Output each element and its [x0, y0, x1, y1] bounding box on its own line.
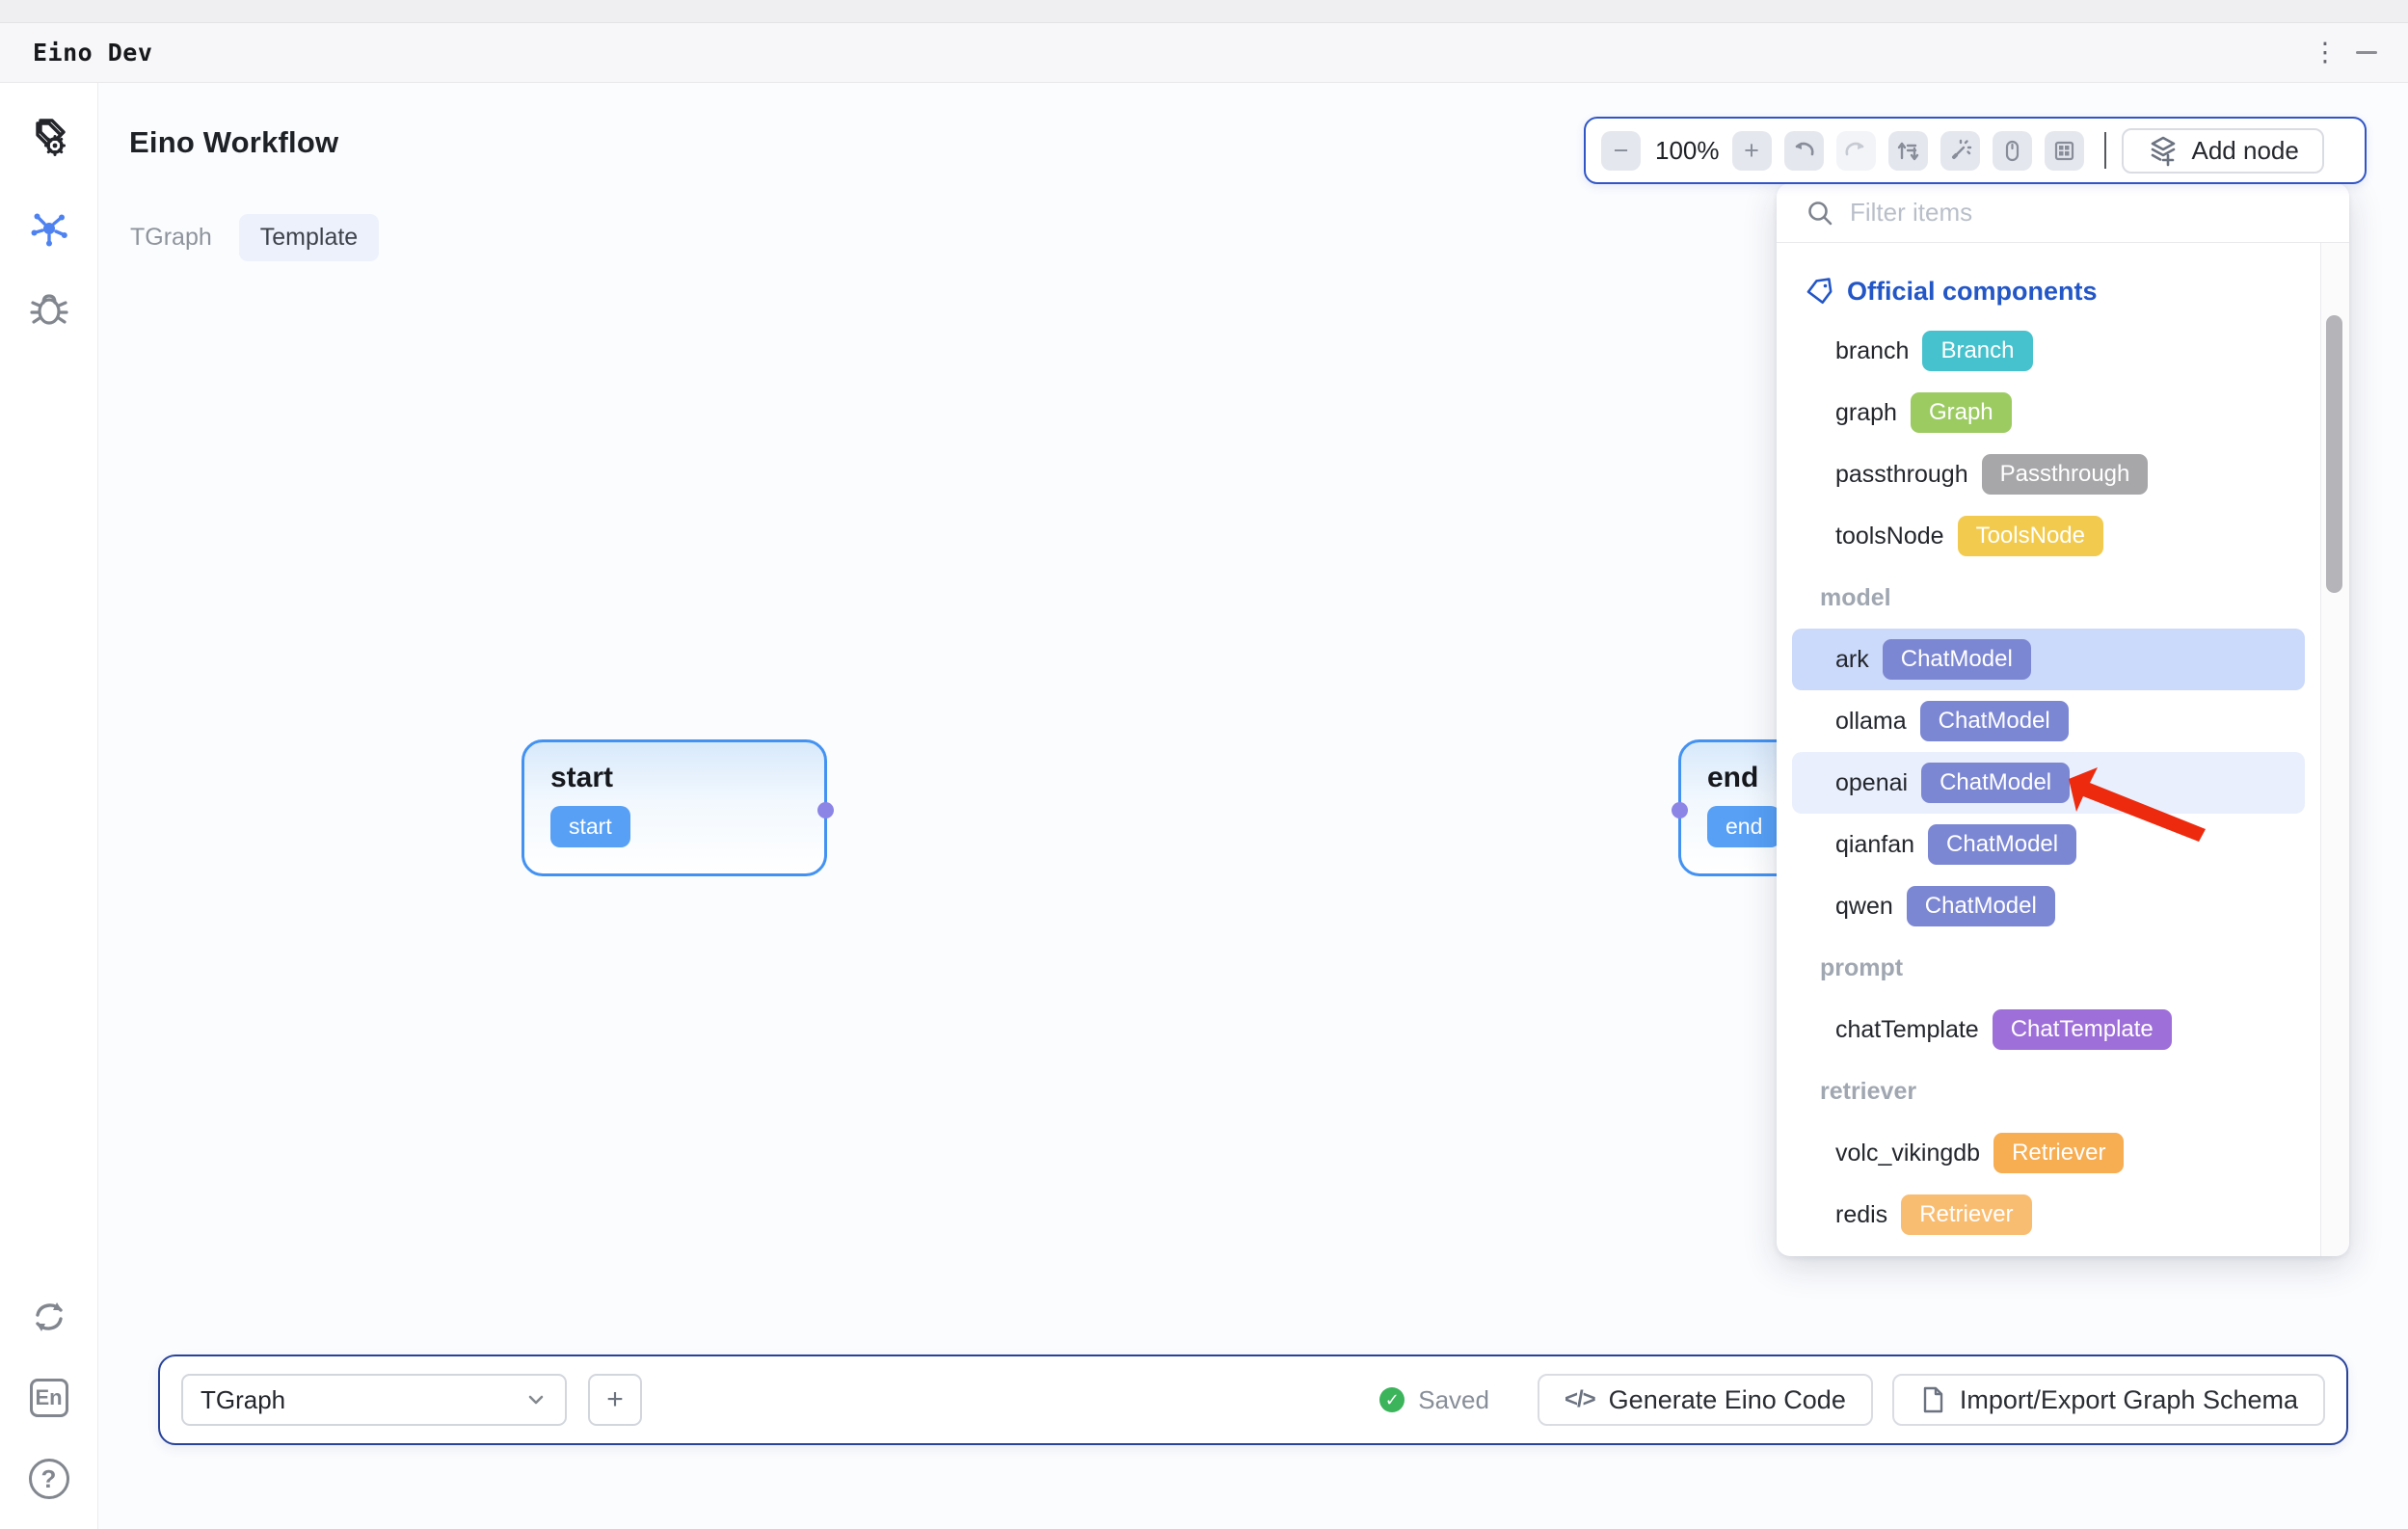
type-badge: ToolsNode [1957, 516, 2103, 556]
component-item-openai[interactable]: openai ChatModel [1792, 752, 2305, 814]
add-graph-button[interactable]: + [588, 1374, 642, 1426]
save-status-label: Saved [1418, 1384, 1489, 1414]
page-title: Eino Workflow [129, 125, 339, 159]
type-badge: Retriever [1993, 1133, 2125, 1173]
add-node-button[interactable]: Add node [2121, 127, 2324, 174]
type-badge: ChatTemplate [1992, 1009, 2172, 1050]
component-item-qianfan[interactable]: qianfan ChatModel [1792, 814, 2305, 875]
input-port[interactable] [1672, 802, 1688, 818]
minimize-icon[interactable] [2352, 34, 2381, 72]
tab-template[interactable]: Template [238, 214, 380, 261]
redo-button[interactable] [1835, 130, 1876, 171]
filter-input[interactable] [1850, 198, 2264, 228]
component-item-qwen[interactable]: qwen ChatModel [1792, 875, 2305, 937]
annotation-arrow [2069, 767, 2206, 842]
magic-wand-button[interactable] [1940, 130, 1980, 171]
component-item-ollama[interactable]: ollama ChatModel [1792, 690, 2305, 752]
section-label-model: model [1820, 583, 1891, 611]
tag-icon [1806, 278, 1833, 305]
save-status: ✓ Saved [1379, 1385, 1489, 1415]
component-item-ark[interactable]: ark ChatModel [1792, 629, 2305, 690]
sync-icon[interactable] [22, 1290, 76, 1344]
type-badge: ChatModel [1928, 824, 2077, 865]
canvas-toolbar: − 100% + [1584, 117, 2367, 184]
generate-code-button[interactable]: </> Generate Eino Code [1537, 1374, 1873, 1426]
toolbar-divider [2103, 132, 2106, 169]
section-label-prompt: prompt [1820, 953, 1904, 981]
type-badge: Graph [1910, 392, 2012, 433]
chevron-down-icon [528, 1395, 544, 1405]
component-item-redis[interactable]: redis Retriever [1792, 1184, 2305, 1246]
search-icon [1808, 201, 1833, 225]
component-item-branch[interactable]: branch Branch [1792, 320, 2305, 382]
sidebar-item-debug[interactable] [22, 282, 76, 335]
check-icon: ✓ [1379, 1387, 1405, 1412]
minimap-button[interactable] [2044, 130, 2084, 171]
filter-row [1777, 183, 2349, 243]
start-node[interactable]: start start [522, 739, 834, 876]
sidebar: En ? [0, 83, 98, 1529]
official-components-header: Official components [1777, 262, 2349, 320]
eino-logo-icon [22, 112, 76, 166]
type-badge: ChatModel [1906, 886, 2055, 926]
tab-tgraph[interactable]: TGraph [130, 224, 212, 251]
output-port[interactable] [817, 802, 834, 818]
auto-layout-button[interactable] [1887, 130, 1928, 171]
sidebar-item-workflow[interactable] [22, 201, 76, 255]
undo-button[interactable] [1783, 130, 1824, 171]
node-title: end [1707, 762, 1759, 793]
component-list: Official components branch Branch graph … [1777, 243, 2349, 1246]
kebab-menu-icon[interactable]: ⋮ [2312, 38, 2339, 67]
component-item-volc-vikingdb[interactable]: volc_vikingdb Retriever [1792, 1122, 2305, 1184]
layers-plus-icon [2151, 136, 2175, 167]
add-node-panel: Official components branch Branch graph … [1777, 183, 2349, 1256]
view-tabs: TGraph Template [130, 214, 380, 261]
code-icon: </> [1564, 1386, 1596, 1412]
node-type-badge: start [550, 806, 630, 847]
type-badge: Passthrough [1981, 454, 2149, 495]
window-top-strip [0, 0, 2408, 23]
zoom-out-button[interactable]: − [1601, 130, 1641, 171]
zoom-level: 100% [1655, 135, 1720, 165]
import-export-button[interactable]: Import/Export Graph Schema [1891, 1374, 2325, 1426]
node-title: start [550, 762, 614, 793]
type-badge: Branch [1922, 331, 2033, 371]
zoom-in-button[interactable]: + [1731, 130, 1772, 171]
component-item-graph[interactable]: graph Graph [1792, 382, 2305, 443]
graph-select[interactable]: TGraph [181, 1374, 567, 1426]
component-item-toolsnode[interactable]: toolsNode ToolsNode [1792, 505, 2305, 567]
document-icon [1923, 1386, 1943, 1413]
node-type-badge: end [1707, 806, 1781, 847]
panel-scrollbar-track[interactable] [2320, 243, 2349, 1256]
component-item-passthrough[interactable]: passthrough Passthrough [1792, 443, 2305, 505]
type-badge: Retriever [1901, 1194, 2032, 1235]
mouse-settings-button[interactable] [1992, 130, 2032, 171]
window-titlebar: Eino Dev ⋮ [0, 23, 2408, 83]
window-title: Eino Dev [33, 39, 153, 67]
component-item-chattemplate[interactable]: chatTemplate ChatTemplate [1792, 999, 2305, 1060]
panel-scrollbar-thumb[interactable] [2326, 315, 2342, 593]
language-icon[interactable]: En [22, 1371, 76, 1425]
footer-bar: TGraph + ✓ Saved </> Generate Eino Code … [158, 1355, 2348, 1445]
type-badge: ChatModel [1921, 763, 2071, 803]
help-icon[interactable]: ? [22, 1452, 76, 1506]
type-badge: ChatModel [1882, 639, 2031, 680]
type-badge: ChatModel [1919, 701, 2069, 741]
section-label-retriever: retriever [1820, 1077, 1917, 1105]
